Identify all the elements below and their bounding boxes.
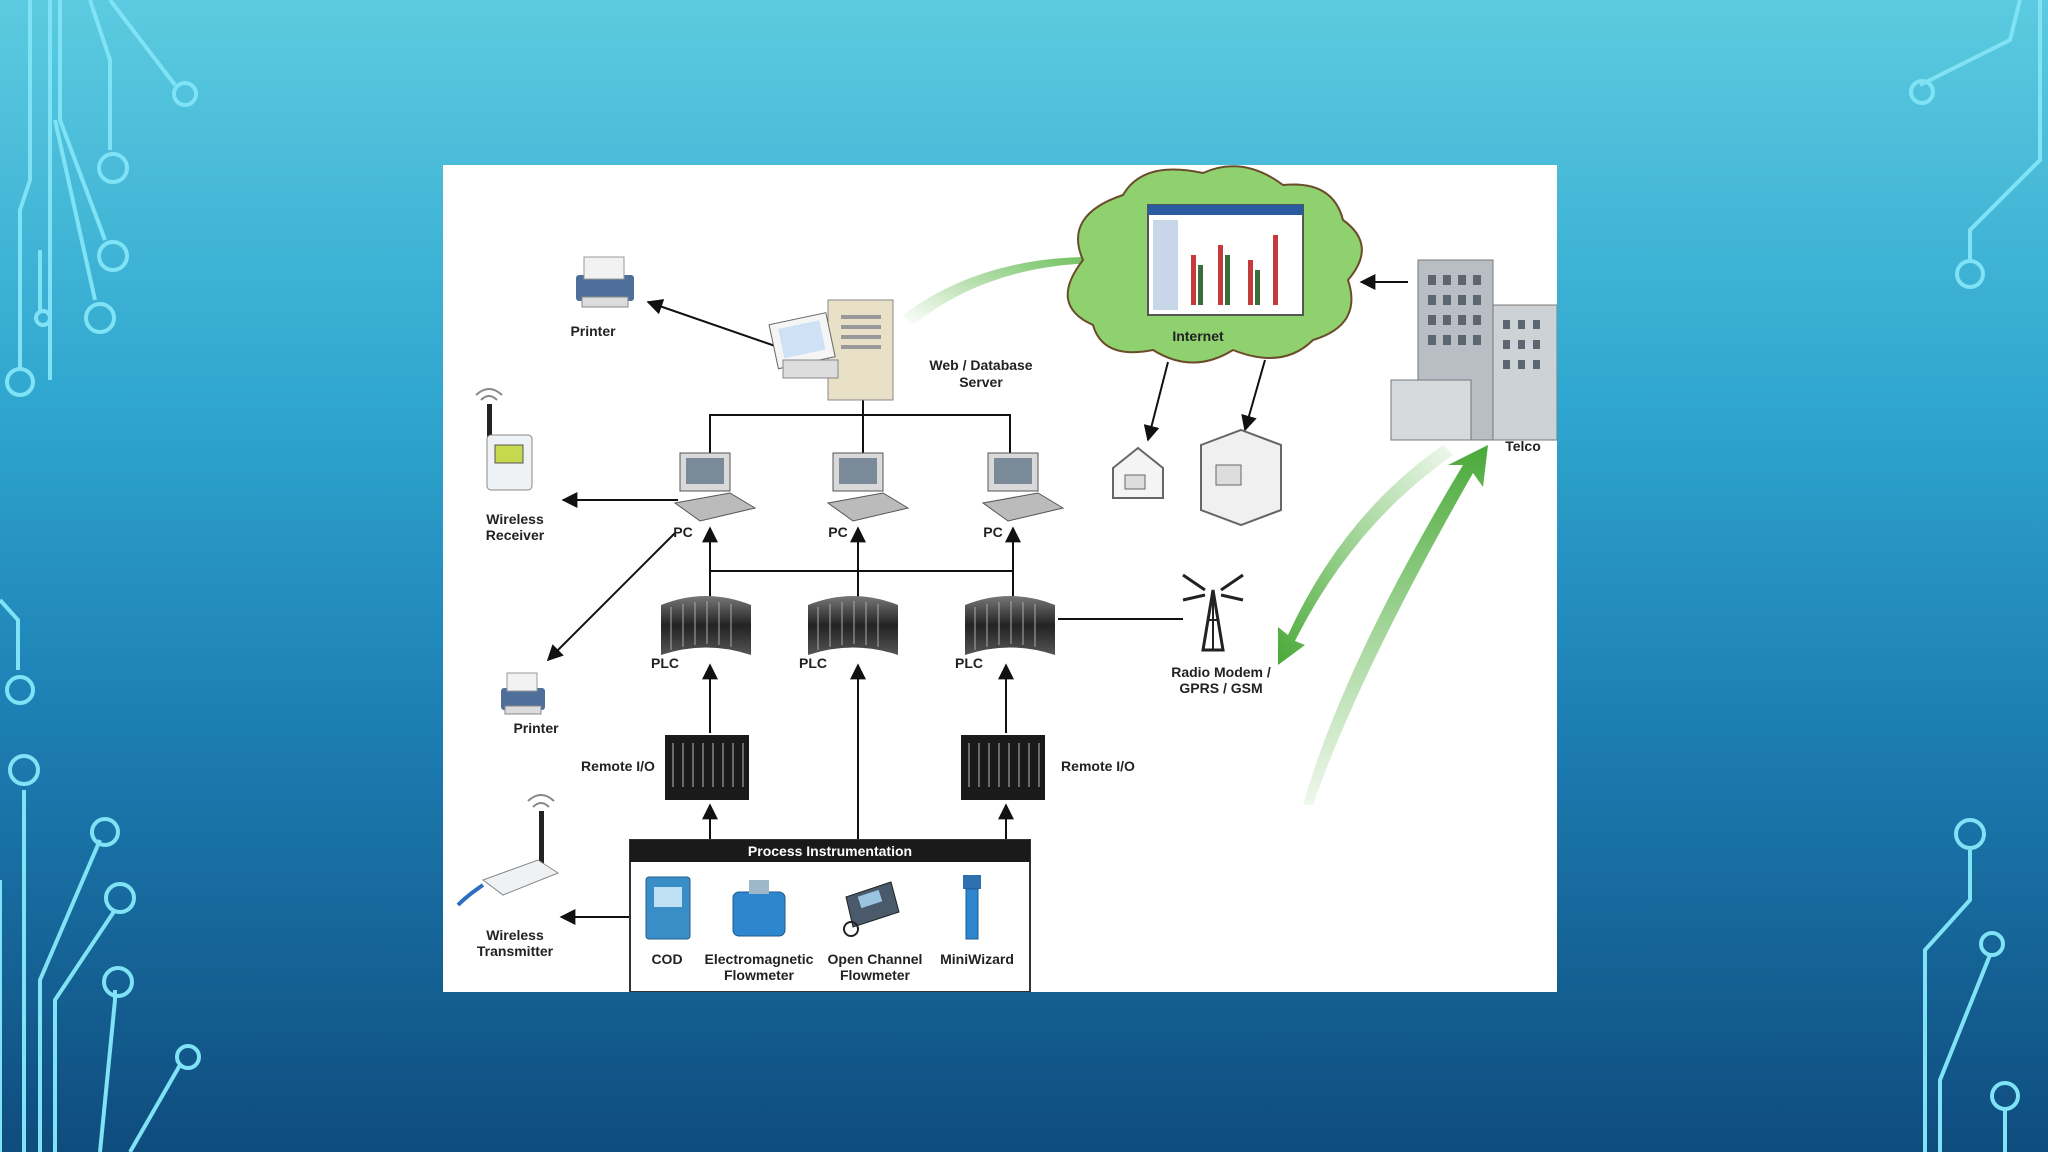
remote-io-2-label: Remote I/O (1061, 758, 1135, 774)
printer-top-label: Printer (570, 323, 616, 339)
remote-io-1-label: Remote I/O (581, 758, 655, 774)
pc-3-label: PC (983, 524, 1002, 540)
em-flowmeter-label-line1: Electromagnetic (705, 951, 814, 967)
server-icon (768, 299, 894, 401)
internet-cloud (1066, 165, 1363, 364)
remote-io-1-icon (665, 735, 749, 800)
plc-2-icon (808, 596, 898, 655)
radio-modem-label-line1: Radio Modem / (1171, 664, 1271, 680)
wireless-transmitter-icon (456, 794, 560, 907)
link-internet-office (1241, 359, 1266, 432)
miniwizard-label: MiniWizard (940, 951, 1014, 967)
arrow-telco-to-radio (1278, 445, 1453, 665)
pc-2-label: PC (828, 524, 847, 540)
remote-io-2-icon (961, 735, 1045, 800)
em-flowmeter-label-line2: Flowmeter (724, 967, 795, 983)
link-server-printer (646, 299, 779, 348)
telco-building-icon (1390, 259, 1557, 441)
miniwizard-sampler-icon (963, 875, 981, 940)
plc-2-label: PLC (799, 655, 827, 671)
printer-icon (576, 256, 634, 308)
bus-server-pcs (709, 414, 1011, 483)
home-client-icon (1112, 446, 1164, 499)
printer-bottom-icon (501, 672, 545, 715)
wireless-receiver-label-line1: Wireless (486, 511, 544, 527)
arrow-server-to-internet (903, 245, 1108, 325)
arrow-radio-to-telco (1303, 445, 1488, 805)
circuit-decoration-right (1909, 0, 2042, 1152)
wireless-transmitter-label-line1: Wireless (486, 927, 544, 943)
cod-analyzer-icon (645, 876, 691, 940)
electromagnetic-flowmeter-icon (732, 880, 786, 937)
open-channel-flowmeter-icon (843, 881, 900, 937)
link-pc-printer (546, 532, 676, 662)
plc-3-icon (965, 596, 1055, 655)
pc-1-icon (673, 452, 757, 522)
oc-flowmeter-label-line1: Open Channel (828, 951, 923, 967)
pc-2-icon (826, 452, 910, 522)
telco-label: Telco (1505, 438, 1541, 454)
server-label-line1: Web / Database (929, 357, 1032, 373)
wireless-receiver-label-line2: Receiver (486, 527, 545, 543)
radio-tower-icon (1182, 573, 1244, 652)
plc-1-label: PLC (651, 655, 679, 671)
process-instrumentation-box (629, 839, 1031, 992)
oc-flowmeter-label-line2: Flowmeter (840, 967, 911, 983)
office-client-icon (1200, 428, 1282, 527)
radio-modem-label-line2: GPRS / GSM (1179, 680, 1262, 696)
server-label-line2: Server (959, 374, 1003, 390)
wireless-transmitter-label-line2: Transmitter (477, 943, 554, 959)
cod-label: COD (651, 951, 682, 967)
circuit-decoration-left (0, 0, 201, 1152)
pc-1-label: PC (673, 524, 692, 540)
wireless-receiver-icon (475, 388, 533, 491)
diagram-canvas: Printer Web / Database Server Internet (456, 165, 1557, 992)
link-internet-home (1143, 361, 1169, 442)
process-instrumentation-title: Process Instrumentation (748, 843, 912, 859)
pc-3-icon (981, 452, 1065, 522)
internet-label: Internet (1172, 328, 1224, 344)
scada-network-diagram: Printer Web / Database Server Internet (443, 165, 1557, 992)
printer-bottom-label: Printer (513, 720, 559, 736)
plc-3-label: PLC (955, 655, 983, 671)
plc-1-icon (661, 596, 751, 655)
